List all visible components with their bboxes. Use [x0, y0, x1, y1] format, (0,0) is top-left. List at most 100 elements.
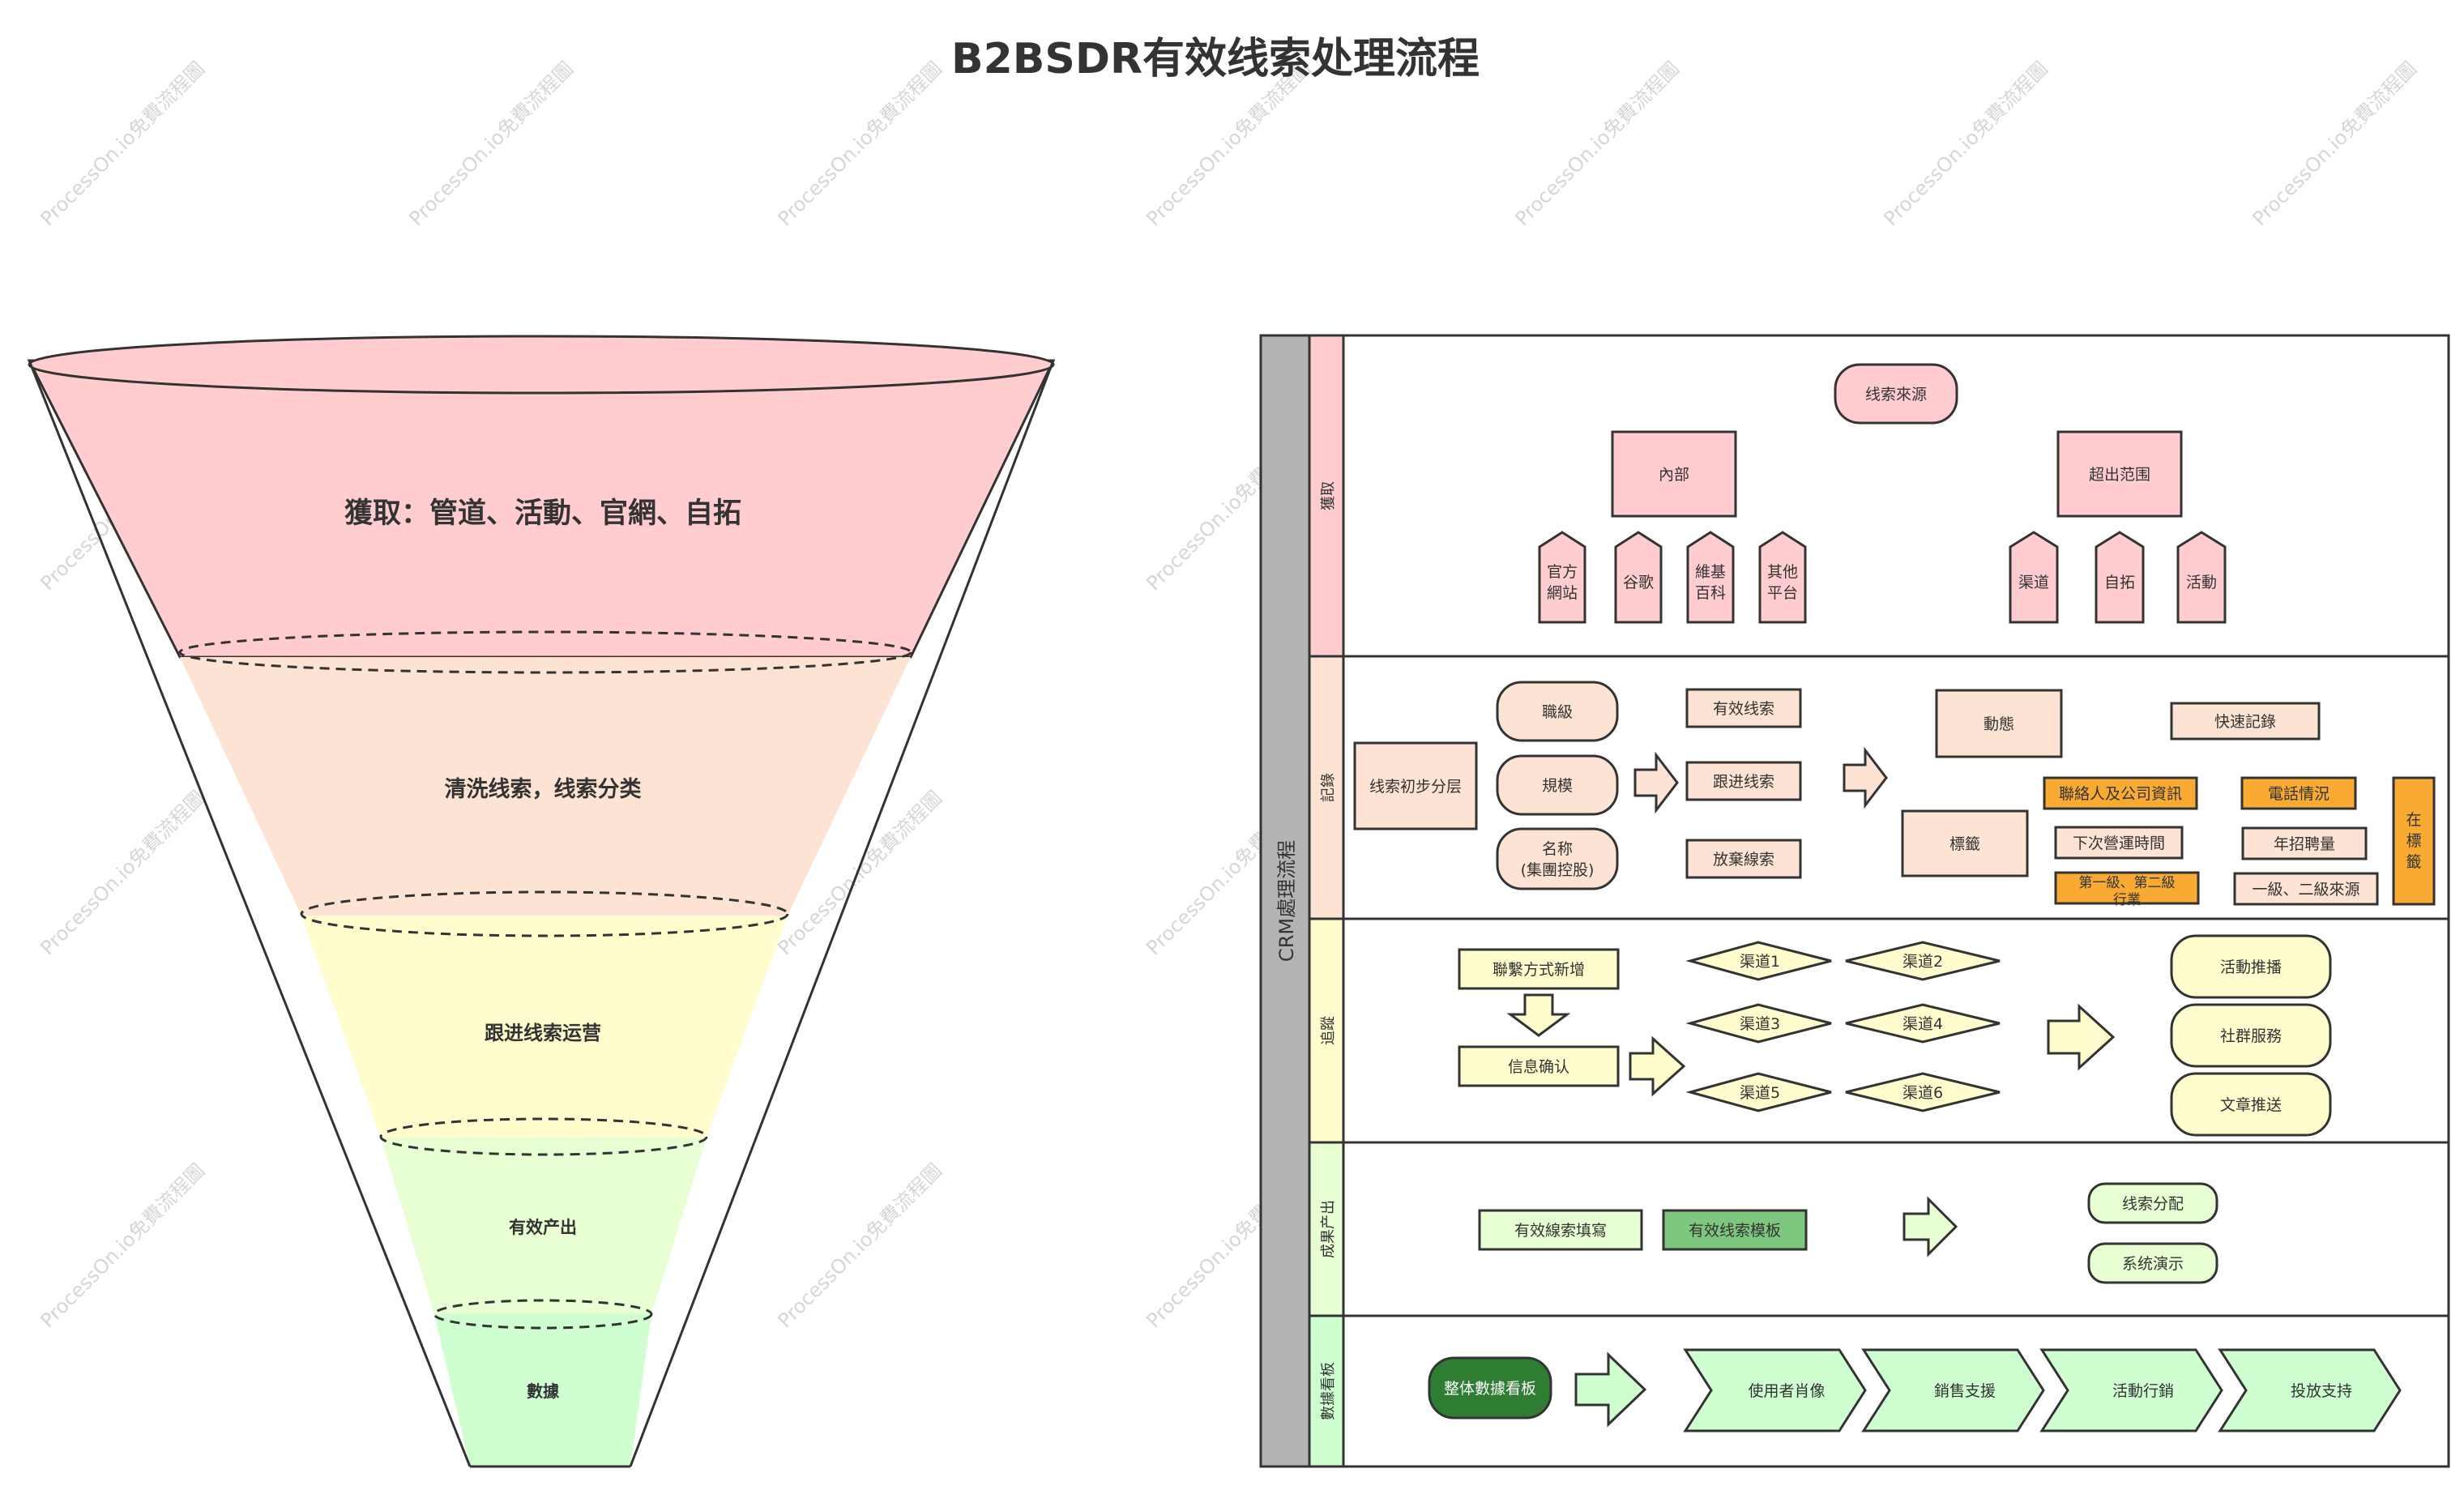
confirm-node[interactable] — [1458, 1045, 1620, 1087]
lane-label-record: 記錄 — [1320, 773, 1337, 802]
contact-add-node[interactable] — [1458, 948, 1620, 990]
contact-info-node[interactable] — [2043, 776, 2198, 810]
tags-node[interactable] — [1901, 809, 2029, 877]
channel-2-node[interactable] — [1845, 941, 2001, 981]
channel-5-node[interactable] — [1685, 1072, 1832, 1112]
funnel-label-output: 有效产出 — [509, 1218, 577, 1237]
arrow-right-icon — [2047, 1003, 2116, 1071]
attr-name-label: 名称 — [1542, 840, 1573, 858]
funnel-left-edge — [28, 360, 472, 1467]
channel-6-node[interactable] — [1845, 1072, 2001, 1112]
confirm-label: 信息确认 — [1508, 1058, 1569, 1076]
internal-item-label: 平台 — [1767, 584, 1798, 602]
industry-label: 第一級、第二級 — [2079, 875, 2176, 891]
arrow-right-icon — [1633, 751, 1679, 814]
internal-item-label: 谷歌 — [1623, 574, 1654, 591]
step-sales-node[interactable] — [1861, 1348, 2045, 1432]
op-community-node[interactable] — [2170, 1003, 2332, 1068]
industry-node[interactable] — [2054, 871, 2200, 905]
channel-label: 渠道1 — [1740, 953, 1780, 971]
source-node[interactable] — [1834, 363, 1958, 425]
demo-node[interactable] — [2087, 1242, 2218, 1284]
lane-board-shapes — [1428, 1348, 2402, 1432]
attr-scale-node[interactable] — [1496, 754, 1619, 816]
funnel-stage-3 — [301, 916, 788, 1138]
attr-level-node[interactable] — [1496, 681, 1619, 742]
lane-header-output — [1308, 1141, 1345, 1317]
external-node[interactable] — [2056, 430, 2183, 518]
channel-label: 渠道5 — [1740, 1084, 1780, 1102]
initial-layer-label: 线索初步分层 — [1369, 778, 1462, 796]
lane-label-track: 追蹤 — [1320, 1016, 1337, 1045]
overall-board-node[interactable] — [1428, 1356, 1552, 1420]
template-label: 有效线索模板 — [1689, 1222, 1781, 1240]
fill-form-node[interactable] — [1478, 1209, 1643, 1251]
hiring-label: 年招聘量 — [2274, 835, 2335, 853]
op-community-label: 社群服務 — [2220, 1027, 2282, 1045]
status-follow-node[interactable] — [1685, 761, 1802, 801]
dynamic-node[interactable] — [1935, 689, 2063, 758]
funnel-label-acquire: 獲取：管道、活動、官網、自拓 — [344, 497, 741, 530]
external-item-event[interactable] — [2176, 531, 2227, 624]
assign-node[interactable] — [2087, 1182, 2218, 1224]
op-article-label: 文章推送 — [2220, 1096, 2282, 1114]
status-drop-node[interactable] — [1685, 839, 1802, 879]
watermark: ProcessOn.io免費流程圖 — [404, 58, 578, 231]
attr-level-label: 職級 — [1542, 703, 1573, 721]
channel-label: 渠道6 — [1902, 1084, 1943, 1102]
step-persona-node[interactable] — [1683, 1348, 1867, 1432]
swimlane-title-bar — [1259, 334, 1311, 1468]
overall-board-label: 整体數據看板 — [1444, 1380, 1536, 1398]
internal-item-wiki[interactable] — [1686, 531, 1735, 624]
channel-3-node[interactable] — [1685, 1003, 1832, 1044]
status-valid-node[interactable] — [1685, 688, 1802, 728]
source-level-label: 一級、二級來源 — [2252, 881, 2359, 899]
funnel-top-rim — [28, 335, 1055, 395]
op-article-node[interactable] — [2170, 1072, 2332, 1137]
in-tags-node[interactable] — [2392, 776, 2436, 906]
funnel-separator — [178, 630, 912, 674]
watermark: ProcessOn.io免費流程圖 — [36, 1159, 209, 1333]
assign-label: 线索分配 — [2122, 1195, 2184, 1213]
channel-1-node[interactable] — [1685, 941, 1832, 981]
watermark: ProcessOn.io免費流程圖 — [2248, 58, 2421, 231]
op-push-node[interactable] — [2170, 934, 2332, 999]
internal-label: 內部 — [1659, 466, 1689, 484]
external-item-channel[interactable] — [2009, 531, 2059, 624]
funnel-separator — [433, 1299, 653, 1330]
step-marketing-node[interactable] — [2039, 1348, 2223, 1432]
channel-4-node[interactable] — [1845, 1003, 2001, 1044]
in-tags-label: 在 — [2406, 811, 2421, 829]
next-time-label: 下次營運時間 — [2073, 835, 2165, 852]
lane-label-output: 成果产出 — [1320, 1200, 1337, 1258]
in-tags-label: 籤 — [2406, 853, 2421, 871]
source-level-node[interactable] — [2233, 872, 2379, 906]
lane-header-acquire — [1308, 334, 1345, 658]
hiring-node[interactable] — [2241, 826, 2368, 860]
lane-header-track — [1308, 917, 1345, 1144]
arrow-right-icon — [1843, 746, 1888, 809]
internal-item-label: 百科 — [1695, 584, 1726, 602]
external-item-self[interactable] — [2095, 531, 2145, 624]
channel-label: 渠道2 — [1902, 953, 1943, 971]
internal-item-website[interactable] — [1538, 531, 1586, 624]
internal-item-other[interactable] — [1758, 531, 1807, 624]
next-time-node[interactable] — [2054, 826, 2184, 860]
quick-record-node[interactable] — [2170, 702, 2321, 741]
step-ads-node[interactable] — [2218, 1348, 2402, 1432]
lane-label-board: 數據看板 — [1320, 1362, 1337, 1420]
phone-node[interactable] — [2240, 776, 2357, 810]
watermark: ProcessOn.io免費流程圖 — [36, 58, 209, 231]
internal-item-google[interactable] — [1614, 531, 1663, 624]
step-label: 活動行銷 — [2112, 1382, 2174, 1400]
internal-item-label: 維基 — [1695, 563, 1726, 581]
template-node[interactable] — [1662, 1209, 1808, 1251]
attr-scale-label: 規模 — [1542, 777, 1573, 795]
attr-name-node[interactable] — [1496, 827, 1619, 890]
lane-record-orange — [2043, 776, 2436, 906]
initial-layer-node[interactable] — [1353, 741, 1478, 830]
internal-item-label: 其他 — [1767, 563, 1798, 581]
funnel — [27, 335, 1056, 1468]
internal-node[interactable] — [1611, 430, 1737, 518]
